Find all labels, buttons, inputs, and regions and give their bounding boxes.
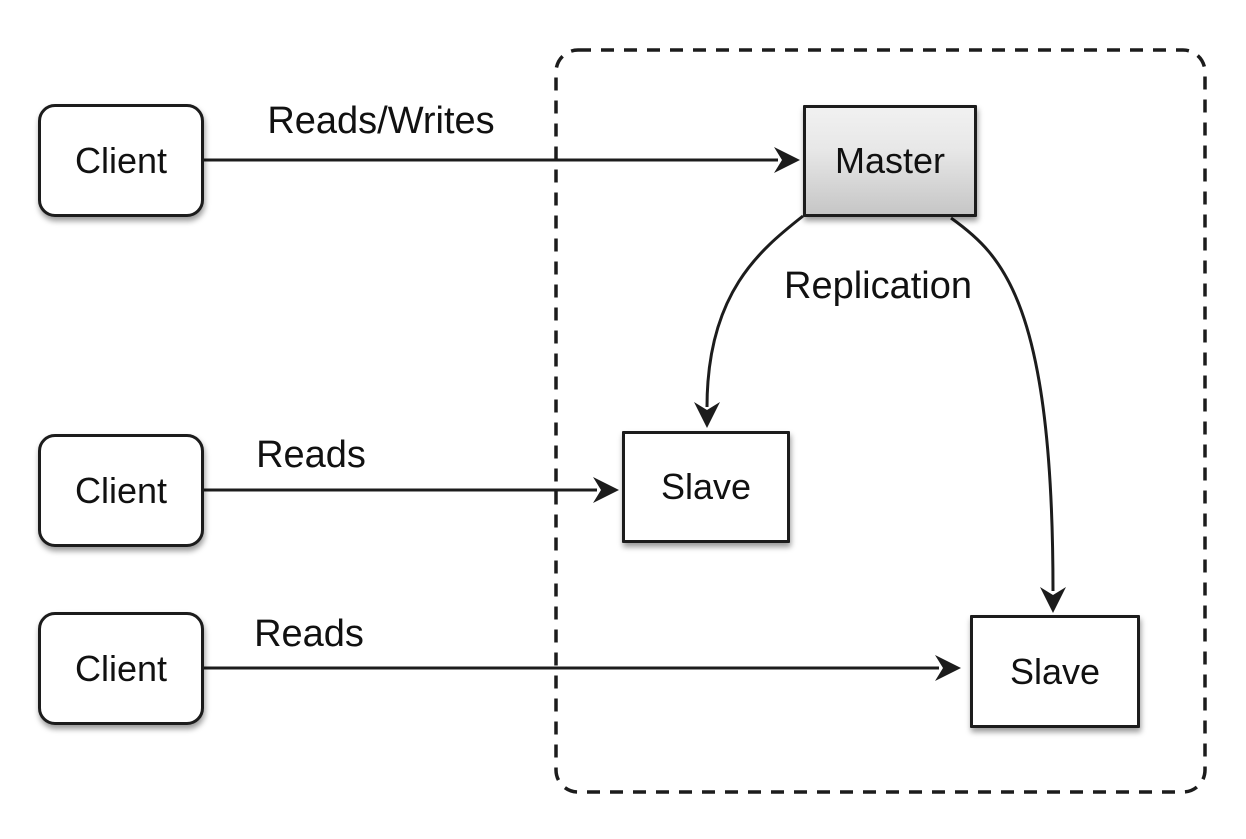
node-master-label: Master (834, 140, 946, 181)
node-slave-1: Slave (622, 431, 790, 543)
edge-label-reads-3: Reads (254, 613, 364, 655)
node-client-2-label: Client (74, 469, 168, 511)
node-client-3: Client (38, 612, 204, 725)
edge-label-replication: Replication (784, 265, 972, 307)
node-client-3-label: Client (74, 647, 168, 689)
edge-replication-right-arrowhead (1040, 587, 1066, 613)
edge-label-reads-writes: Reads/Writes (267, 100, 495, 142)
node-client-2: Client (38, 434, 204, 547)
edge-replication-left-curve (705, 214, 804, 408)
node-slave-2: Slave (970, 615, 1140, 728)
node-master: Master (803, 105, 977, 217)
edge-client2-slave1-arrowhead (593, 477, 619, 503)
node-slave-1-label: Slave (660, 466, 752, 507)
edge-replication-left-arrowhead (694, 402, 720, 428)
node-slave-2-label: Slave (1009, 650, 1101, 692)
node-client-1: Client (38, 104, 204, 217)
edge-client1-master-arrowhead (774, 147, 800, 173)
node-client-1-label: Client (74, 139, 168, 181)
edge-label-reads-2: Reads (256, 434, 366, 476)
edge-client3-slave2-arrowhead (935, 655, 961, 681)
